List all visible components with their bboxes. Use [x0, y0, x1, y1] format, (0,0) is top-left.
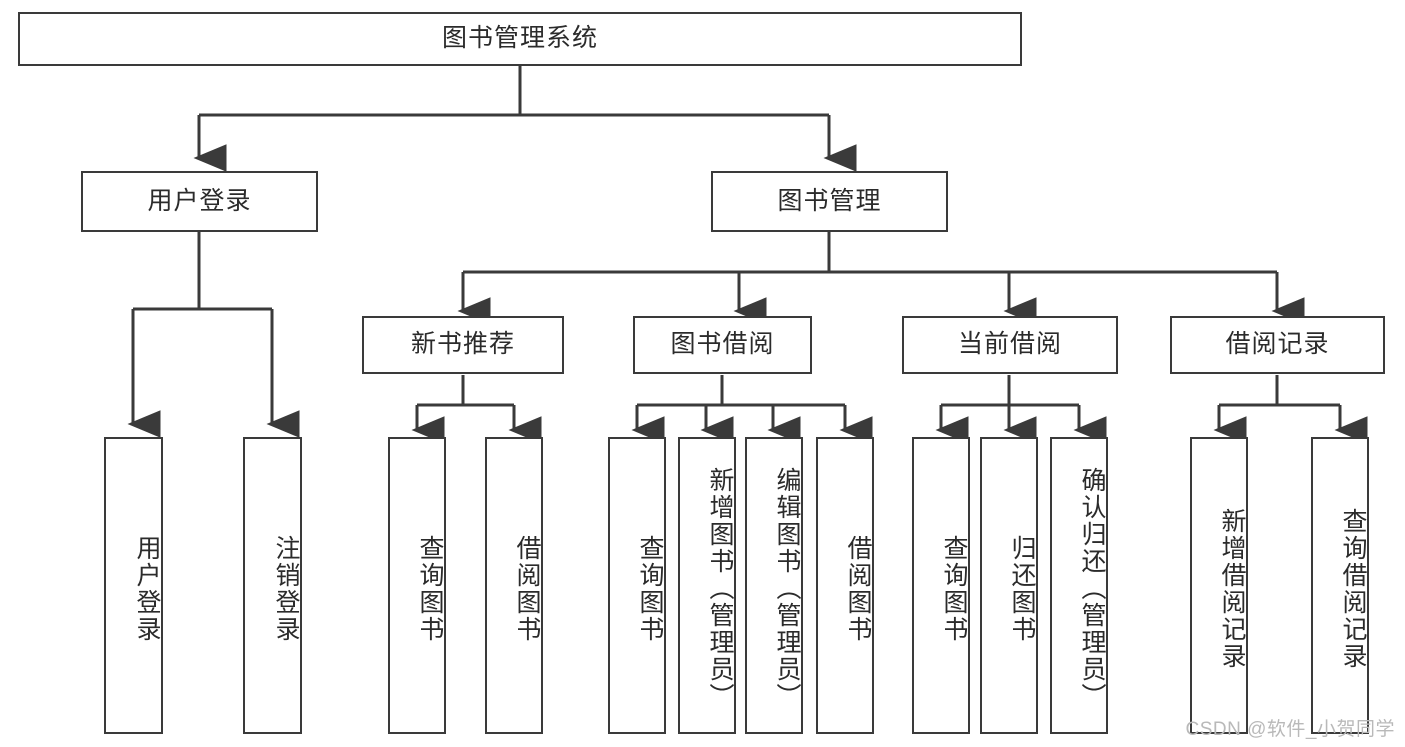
node-label: 查询图书 [636, 534, 664, 643]
node-label: 归还图书 [1008, 534, 1036, 643]
node-label: 查询图书 [416, 534, 444, 643]
node-label: 新书推荐 [410, 330, 515, 359]
leaf-user-login-login[interactable]: 用户登录 [104, 437, 163, 734]
leaf-user-login-logout[interactable]: 注销登录 [243, 437, 302, 734]
node-root-system[interactable]: 图书管理系统 [18, 12, 1022, 66]
leaf-borrow-borrow-book[interactable]: 借阅图书 [816, 437, 874, 734]
node-label: 新增图书（管理员） [706, 467, 734, 710]
leaf-current-confirm-return-admin[interactable]: 确认归还（管理员） [1050, 437, 1108, 734]
node-label: 用户登录 [133, 534, 161, 643]
leaf-borrow-edit-book-admin[interactable]: 编辑图书（管理员） [745, 437, 803, 734]
leaf-record-query-record[interactable]: 查询借阅记录 [1311, 437, 1369, 734]
node-book-borrow[interactable]: 图书借阅 [633, 316, 812, 374]
node-label: 借阅图书 [513, 534, 541, 643]
node-borrow-record[interactable]: 借阅记录 [1170, 316, 1385, 374]
node-label: 图书管理系统 [441, 24, 598, 53]
node-label: 图书管理 [777, 186, 882, 215]
leaf-current-return-book[interactable]: 归还图书 [980, 437, 1038, 734]
node-label: 用户登录 [147, 186, 252, 215]
leaf-record-add-record[interactable]: 新增借阅记录 [1190, 437, 1248, 734]
node-new-book-recommend[interactable]: 新书推荐 [362, 316, 564, 374]
node-label: 借阅图书 [844, 534, 872, 643]
node-label: 新增借阅记录 [1218, 507, 1246, 670]
node-label: 图书借阅 [670, 330, 775, 359]
node-label: 当前借阅 [957, 330, 1062, 359]
node-label: 查询借阅记录 [1339, 507, 1367, 670]
leaf-current-query-book[interactable]: 查询图书 [912, 437, 970, 734]
node-label: 查询图书 [940, 534, 968, 643]
node-label: 编辑图书（管理员） [773, 467, 801, 710]
node-user-login[interactable]: 用户登录 [81, 171, 318, 232]
node-label: 注销登录 [272, 534, 300, 643]
leaf-borrow-query-book[interactable]: 查询图书 [608, 437, 666, 734]
node-current-borrow[interactable]: 当前借阅 [902, 316, 1118, 374]
node-label: 借阅记录 [1225, 330, 1330, 359]
leaf-borrow-add-book-admin[interactable]: 新增图书（管理员） [678, 437, 736, 734]
node-label: 确认归还（管理员） [1078, 467, 1106, 710]
leaf-recommend-borrow-book[interactable]: 借阅图书 [485, 437, 543, 734]
node-book-management[interactable]: 图书管理 [711, 171, 948, 232]
leaf-recommend-query-book[interactable]: 查询图书 [388, 437, 446, 734]
